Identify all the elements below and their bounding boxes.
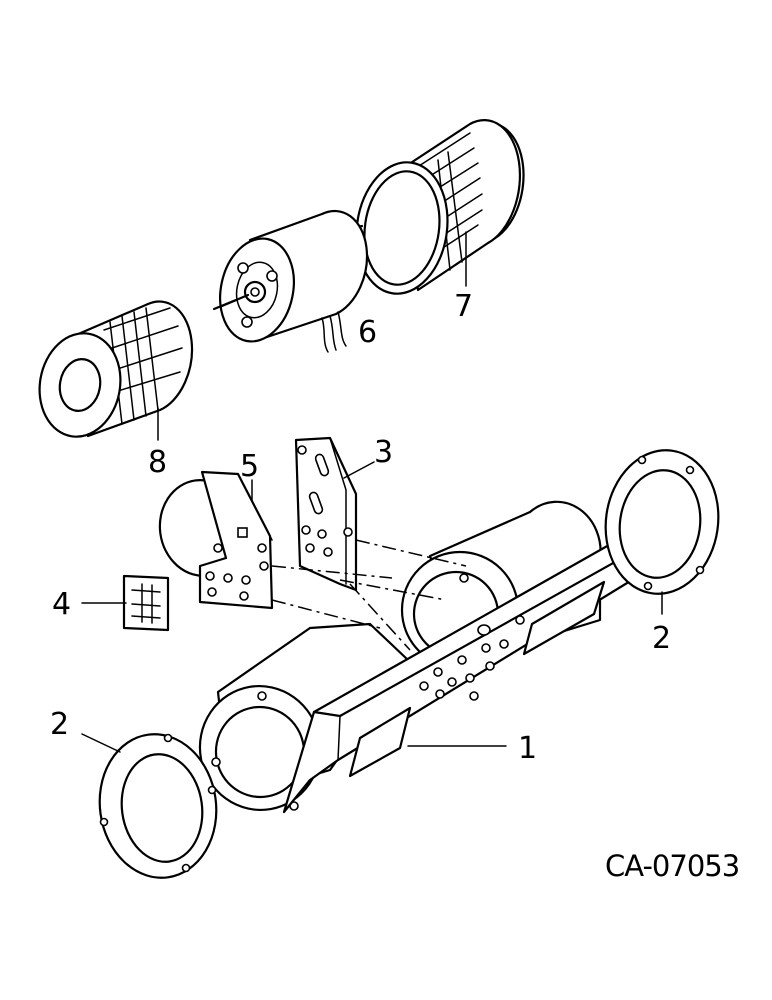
callout-labels: 1 2 2 3 4 5 6 7 8 (50, 289, 671, 766)
blower-motor (212, 209, 369, 353)
callout-5: 5 (240, 449, 259, 484)
callout-1: 1 (518, 731, 537, 766)
motor-bracket-left (158, 470, 274, 610)
callout-3: 3 (374, 435, 393, 470)
reference-code: CA-07053 (605, 849, 739, 883)
assembly-lines (271, 539, 467, 651)
callout-4: 4 (52, 587, 71, 622)
blower-housing (198, 500, 642, 814)
resistor-board (81, 574, 170, 632)
mounting-ring-right (604, 449, 720, 615)
callout-2-right: 2 (652, 621, 671, 656)
callout-2-left: 2 (50, 707, 69, 742)
callout-8: 8 (148, 445, 167, 480)
motor-bracket-right (294, 436, 375, 592)
blower-wheel-right (336, 119, 525, 295)
blower-wheel-left (38, 300, 194, 441)
callout-6: 6 (358, 315, 377, 350)
callout-7: 7 (454, 289, 473, 324)
mounting-ring-left (81, 733, 218, 879)
